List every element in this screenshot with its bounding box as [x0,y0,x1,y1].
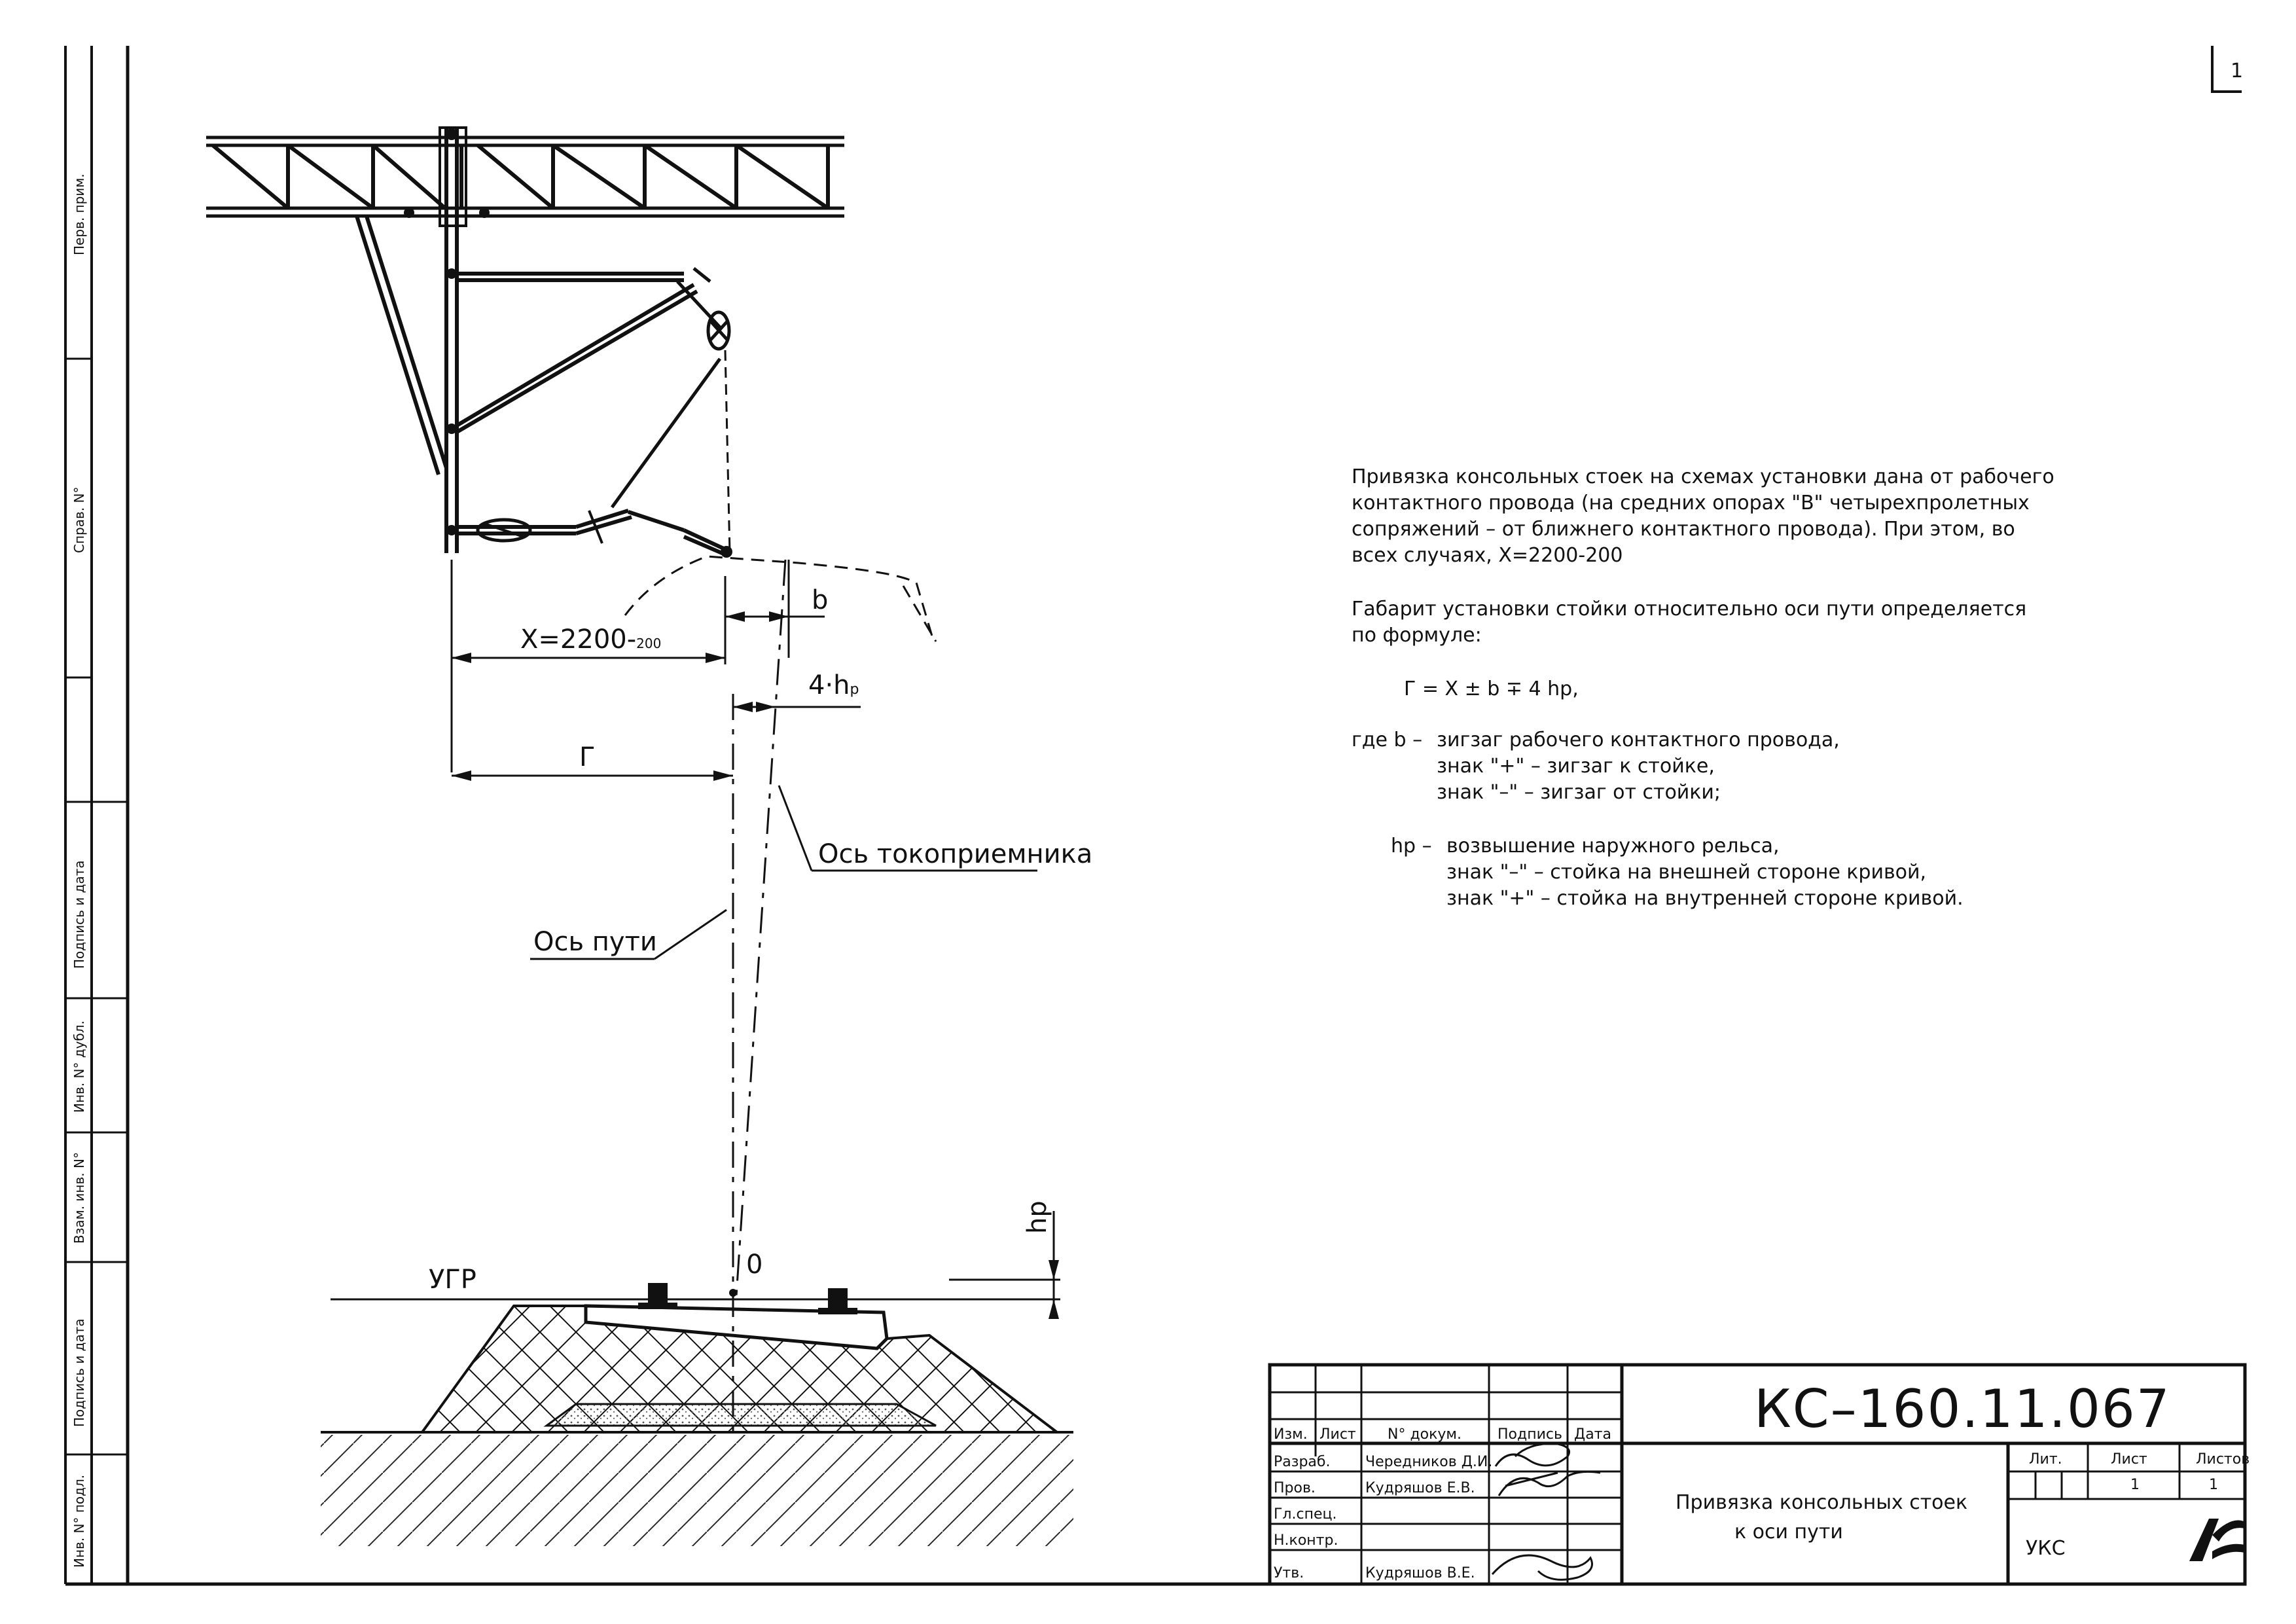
tb-name-approved: Кудряшов В.Е. [1365,1565,1475,1581]
side-label-repl-inv: Взам. инв. N° [71,1152,87,1244]
truss-beam [206,126,844,227]
note-line-4: всех случаях, Х=2200-200 [1352,544,1623,567]
sand-layer [543,1403,937,1427]
dim-x-label: X=2200-200 [520,624,661,655]
hp-term: hр – [1391,835,1432,857]
hp-plus-sign: знак "+" – стойка на внутренней стороне … [1446,887,1964,910]
hp-description: возвышение наружного рельса, [1446,835,1780,857]
title-block: Изм. Лист N° докум. Подпись Дата Разраб.… [1268,1363,2250,1586]
note-line-3: сопряжений – от ближнего контактного про… [1352,518,2015,541]
tb-name-developer: Чередников Д.И. [1365,1454,1492,1470]
tb-col-sheet: Лист [1319,1426,1356,1443]
dimension-hp: hp [949,1200,1060,1319]
tb-col-date: Дата [1574,1426,1611,1443]
tb-role-developer: Разраб. [1274,1454,1330,1470]
side-label-sign-date-2: Подпись и дата [71,1318,87,1427]
signature-scribble-1 [1494,1442,1570,1467]
tb-sheets-label: Листов [2196,1451,2250,1468]
dim-b-label: b [812,585,828,615]
b-description: зигзаг рабочего контактного провода, [1437,729,1840,751]
side-label-ref-no: Справ. N° [71,487,87,553]
pantograph-outline [624,555,934,639]
tb-role-checker: Пров. [1274,1480,1316,1496]
page-corner: 1 [2211,46,2243,93]
label-origin: 0 [746,1250,762,1280]
side-margin: Перв. прим. Справ. N° Подпись и дата Инв… [64,46,2245,1586]
dimension-x: X=2200-200 [450,560,726,772]
organization-logo [2189,1519,2245,1561]
note-line-6: по формуле: [1352,624,1482,647]
dimension-b: b [725,585,828,622]
tb-col-doc: N° докум. [1388,1426,1462,1443]
tb-col-sign: Подпись [1498,1426,1562,1443]
tb-org: УКС [2026,1537,2066,1560]
tb-sheets-value: 1 [2209,1477,2218,1493]
signature-scribble-3 [1491,1554,1593,1581]
tb-name-checker: Кудряшов Е.В. [1365,1480,1475,1496]
dim-4hp-label: 4·hр [808,670,859,700]
console-structure [355,128,732,558]
label-ugr: УГР [429,1265,476,1295]
formula: Г = X ± b ∓ 4 hр, [1404,677,1579,700]
b-minus-sign: знак "–" – зигзаг от стойки; [1437,781,1721,804]
tb-role-norm-control: Н.контр. [1274,1532,1338,1549]
tb-lit-label: Лит. [2029,1451,2062,1468]
tb-title-line-1: Привязка консольных стоек [1676,1491,1967,1514]
hp-minus-sign: знак "–" – стойка на внешней стороне кри… [1446,861,1926,884]
tb-sheet-label: Лист [2111,1451,2147,1468]
dimension-gamma: Г [452,742,733,781]
tb-role-chief-spec: Гл.спец. [1274,1506,1336,1523]
side-label-first-use: Перв. прим. [71,173,87,255]
note-line-5: Габарит установки стойки относительно ос… [1352,598,2026,621]
dim-gamma-label: Г [579,742,595,772]
label-track-axis: Ось пути [533,927,657,957]
side-label-dup-inv: Инв. N° дубл. [71,1020,87,1113]
side-label-orig-inv: Инв. N° подл. [71,1475,87,1568]
signature-scribble-2 [1498,1470,1601,1496]
pantograph-axis-line [735,559,787,1297]
label-hp: hp [1022,1200,1052,1234]
tb-title-line-2: к оси пути [1734,1521,1843,1543]
page-corner-number: 1 [2231,60,2243,82]
tb-drawing-code: КС–160.11.067 [1754,1379,2171,1439]
where-b: где b – [1352,729,1422,751]
tb-sheet-value: 1 [2130,1477,2140,1493]
tb-col-change: Изм. [1274,1426,1308,1443]
b-plus-sign: знак "+" – зигзаг к стойке, [1437,755,1715,778]
notes-block: Привязка консольных стоек на схемах уста… [1352,465,2054,910]
dimension-4hp: 4·hр [733,670,861,712]
note-line-2: контактного провода (на средних опорах "… [1352,492,2030,514]
side-label-sign-date-1: Подпись и дата [71,860,87,969]
tb-role-approved: Утв. [1274,1565,1304,1581]
note-line-1: Привязка консольных стоек на схемах уста… [1352,465,2054,488]
label-pantograph-axis: Ось токоприемника [818,839,1092,869]
